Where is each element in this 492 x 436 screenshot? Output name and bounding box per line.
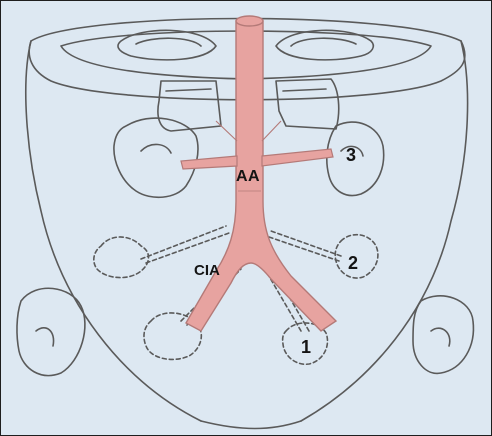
aorta-vessel: [186, 16, 336, 331]
site-1-label: 1: [301, 338, 311, 356]
upper-right-loop: [276, 30, 373, 60]
site-3-label: 3: [346, 146, 356, 164]
site-2-label: 2: [348, 254, 358, 272]
iliac-label: CIA: [194, 263, 220, 278]
left-node-cluster-2: [94, 237, 149, 278]
aorta-label: AA: [236, 169, 260, 185]
right-renal-block: [276, 79, 339, 129]
upper-left-loop: [118, 30, 216, 60]
right-limb: [413, 296, 473, 374]
